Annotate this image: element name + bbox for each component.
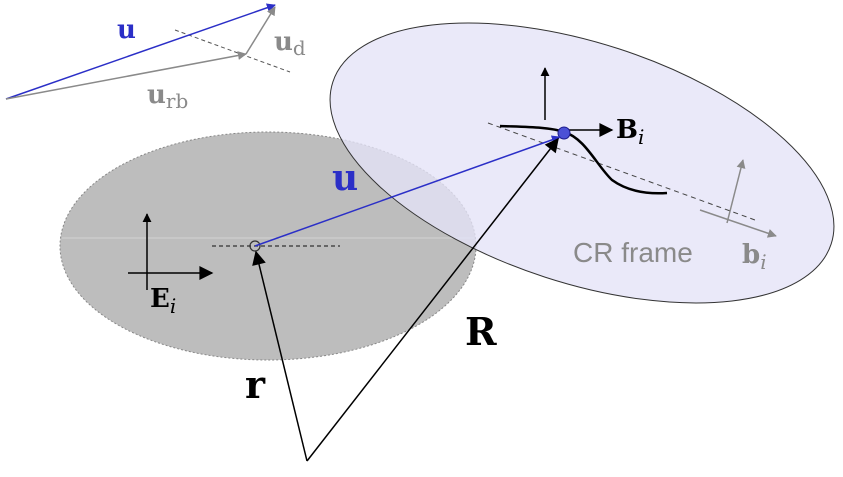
label-E-sub: i	[170, 294, 176, 318]
label-u-top: u	[117, 15, 136, 45]
body-point-marker	[557, 126, 571, 140]
label-u-rb-main: u	[147, 80, 166, 110]
label-E-main: E	[150, 284, 170, 314]
label-b-sub: i	[760, 250, 766, 274]
R-vector	[306, 137, 559, 462]
label-B-main: B	[616, 115, 638, 145]
label-b-i: bi	[742, 240, 767, 274]
label-b-main: b	[742, 240, 760, 270]
u-d-vector	[245, 6, 276, 55]
deformed-body-curve	[499, 124, 668, 195]
label-u-rb-sub: rb	[166, 89, 188, 113]
u-rb-vector	[5, 51, 247, 100]
label-B-i: Bi	[616, 115, 644, 149]
u-vector-center	[254, 135, 561, 247]
b-axis-arrow	[699, 209, 777, 238]
label-E-i: Ei	[150, 284, 176, 318]
u-vector-top	[5, 3, 276, 100]
r-vector	[252, 250, 308, 462]
b-axis-vertical-arrow	[726, 159, 746, 224]
u-decomposition-dashed-line	[174, 29, 291, 73]
label-u-d-sub: d	[293, 36, 306, 60]
label-r: r	[245, 362, 266, 407]
cr-frame-ellipse	[329, 22, 835, 304]
label-R: R	[465, 309, 497, 354]
label-u-center: u	[332, 157, 358, 199]
label-B-sub: i	[638, 125, 644, 149]
cr-frame-axis-dashed	[487, 122, 756, 221]
label-cr-frame: CR frame	[573, 237, 693, 268]
label-u-d: ud	[274, 27, 306, 60]
label-u-rb: urb	[147, 80, 188, 113]
label-u-d-main: u	[274, 27, 293, 57]
